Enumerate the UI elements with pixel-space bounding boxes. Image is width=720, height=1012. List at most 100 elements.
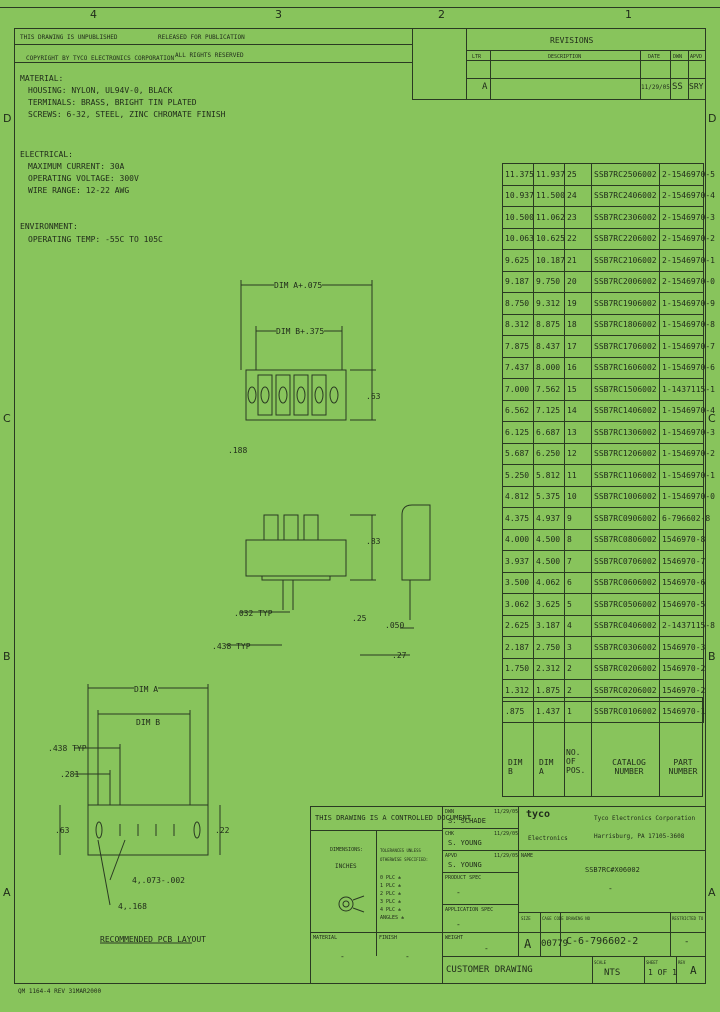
rev-vline-5 xyxy=(688,50,689,100)
table-cell: 1-1546970-0 xyxy=(659,485,715,508)
hole-dim-2: 4,.168 xyxy=(118,902,147,911)
footer-dim-b: DIM B xyxy=(508,758,523,776)
name-value: SSB7RC#X06002 xyxy=(585,866,640,874)
tb-hline-2 xyxy=(442,828,518,829)
table-cell: 1-1546970-8 xyxy=(659,313,715,336)
table-cell: SSB7RC2106002 xyxy=(591,249,660,272)
customer-drawing: CUSTOMER DRAWING xyxy=(446,965,533,975)
prod-spec-value: - xyxy=(456,888,461,897)
table-cell: 5.375 xyxy=(533,485,565,508)
chk-name: S. YOUNG xyxy=(448,839,482,847)
table-cell: 11.375 xyxy=(502,163,534,186)
rev-vline-3 xyxy=(640,50,641,100)
material-line: TERMINALS: BRASS, BRIGHT TIN PLATED xyxy=(28,98,197,107)
table-cell: 1.750 xyxy=(502,657,534,680)
table-cell: 7.875 xyxy=(502,335,534,358)
table-cell: 1546970-2 xyxy=(659,657,705,680)
table-cell: SSB7RC2306002 xyxy=(591,206,660,229)
tolerance-line: 0 PLC ± xyxy=(380,875,402,881)
table-cell: 2-1437115-8 xyxy=(659,614,715,637)
table-cell: 4.375 xyxy=(502,507,534,530)
zone-top-3: 3 xyxy=(275,8,282,21)
table-cell: SSB7RC1906002 xyxy=(591,292,660,315)
rev-apvd: SRY xyxy=(689,82,704,91)
restricted-label: RESTRICTED TO xyxy=(672,916,704,921)
table-cell: 19 xyxy=(564,292,592,315)
table-cell: 4.812 xyxy=(502,485,534,508)
table-cell: 6 xyxy=(564,571,592,594)
table-cell: 6.250 xyxy=(533,442,565,465)
rev-apvd-header: APVD xyxy=(690,54,703,60)
table-cell: 5.687 xyxy=(502,442,534,465)
table-cell: SSB7RC0606002 xyxy=(591,571,660,594)
table-cell: SSB7RC2506002 xyxy=(591,163,660,186)
table-cell: 7 xyxy=(564,550,592,573)
table-cell: 8.000 xyxy=(533,356,565,379)
table-cell: 1-1546970-1 xyxy=(659,464,715,487)
material-line: HOUSING: NYLON, UL94V-0, BLACK xyxy=(28,86,173,95)
dwn-date: 11/29/05 xyxy=(494,809,519,815)
zone-side-c-left: C xyxy=(3,412,11,425)
table-cell: 8.312 xyxy=(502,313,534,336)
table-cell: 10.625 xyxy=(533,227,565,250)
drawing-number: C-6-796602-2 xyxy=(566,936,639,947)
table-cell: 3.187 xyxy=(533,614,565,637)
material-line: MATERIAL: xyxy=(20,74,64,83)
table-cell: 10.937 xyxy=(502,184,534,207)
table-cell: SSB7RC0406002 xyxy=(591,614,660,637)
electrical-line: MAXIMUM CURRENT: 30A xyxy=(28,162,125,171)
table-cell: 11 xyxy=(564,464,592,487)
title-block xyxy=(310,806,706,984)
table-cell: 11.500 xyxy=(533,184,565,207)
table-cell: 20 xyxy=(564,270,592,293)
table-cell: 3.937 xyxy=(502,550,534,573)
table-cell: 7.437 xyxy=(502,356,534,379)
table-cell: 5.812 xyxy=(533,464,565,487)
revisions-block xyxy=(412,28,706,100)
table-cell: 24 xyxy=(564,184,592,207)
controlled-doc: THIS DRAWING IS A CONTROLLED DOCUMENT xyxy=(315,814,471,822)
table-cell: 1-1437115-1 xyxy=(659,378,715,401)
rev-date: 11/29/05 xyxy=(641,84,670,91)
table-cell: SSB7RC2406002 xyxy=(591,184,660,207)
table-cell: 2-1546970-1 xyxy=(659,249,715,272)
tb-hline-8 xyxy=(442,956,706,957)
table-cell: 6.687 xyxy=(533,421,565,444)
dim-b-plus: DIM B+.375 xyxy=(276,327,325,336)
table-cell: 4 xyxy=(564,614,592,637)
weight-value: - xyxy=(484,944,489,953)
table-cell: SSB7RC1706002 xyxy=(591,335,660,358)
table-cell: 2-1546970-2 xyxy=(659,227,715,250)
electrical-line: WIRE RANGE: 12-22 AWG xyxy=(28,186,130,195)
table-cell: 16 xyxy=(564,356,592,379)
rev-vline-4 xyxy=(670,50,671,100)
logo-sub: Electronics xyxy=(528,835,568,842)
dim-a-plus: DIM A+.075 xyxy=(274,281,323,290)
gap-dim: .27 xyxy=(392,651,407,660)
table-cell: SSB7RC1506002 xyxy=(591,378,660,401)
zone-top-1: 1 xyxy=(625,8,632,21)
table-cell: SSB7RC1006002 xyxy=(591,485,660,508)
dwn-label: DWN xyxy=(445,809,455,815)
table-cell: 7.000 xyxy=(502,378,534,401)
table-cell: 10.187 xyxy=(533,249,565,272)
tolerance-label: TOLERANCES UNLESS OTHERWISE SPECIFIED: xyxy=(380,848,429,862)
tolerance-line: 1 PLC ± xyxy=(380,883,402,889)
height-dim-1: .63 xyxy=(366,392,381,401)
form-code: QM 1164-4 REV 31MAR2000 xyxy=(18,988,102,995)
rev-ltr: A xyxy=(482,82,488,92)
zone-side-c-right: C xyxy=(708,412,716,425)
